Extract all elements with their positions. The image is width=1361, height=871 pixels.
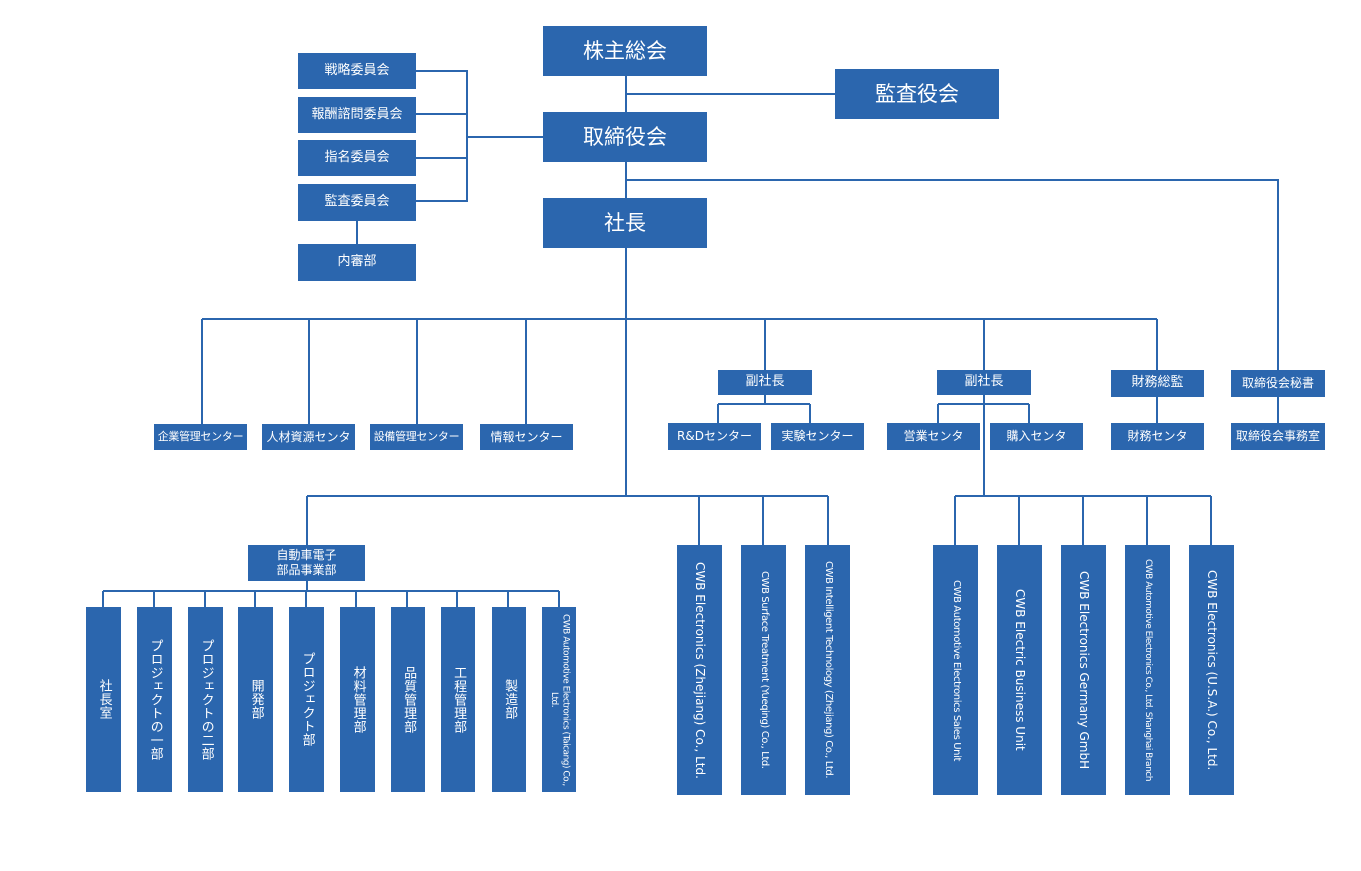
subsidiary-electric-business: CWB Electric Business Unit (997, 545, 1042, 795)
division-unit-quality: 品質管理部 (391, 607, 425, 792)
board-secretary-box: 取締役会秘書 (1231, 370, 1325, 397)
rd-center-box: R&Dセンター (668, 423, 761, 450)
finance-center-box: 財務センタ (1111, 423, 1204, 450)
division-unit-project: プロジェクト部 (289, 607, 324, 792)
vice-president-2-box: 副社長 (937, 370, 1031, 395)
experiment-center-box: 実験センター (771, 423, 864, 450)
corporate-management-center-box: 企業管理センター (154, 424, 247, 450)
board-office-box: 取締役会事務室 (1231, 423, 1325, 450)
nomination-committee-box: 指名委員会 (298, 140, 416, 176)
internal-audit-box: 内審部 (298, 244, 416, 281)
division-title-line1: 自動車電子 (276, 548, 337, 562)
president-box: 社長 (543, 198, 707, 248)
information-center-box: 情報センター (480, 424, 573, 450)
equipment-management-center-box: 設備管理センター (370, 424, 463, 450)
purchasing-center-box: 購入センタ (990, 423, 1083, 450)
audit-committee-box: 監査委員会 (298, 184, 416, 221)
division-unit-taicang: CWB Automotive Electronics (Taicang) Co.… (542, 607, 576, 792)
strategy-committee-box: 戦略委員会 (298, 53, 416, 89)
subsidiary-zhejiang-intelligent: CWB Intelligent Technology (Zhejiang) Co… (805, 545, 850, 795)
board-of-directors-box: 取締役会 (543, 112, 707, 162)
division-unit-manufacturing: 製造部 (492, 607, 526, 792)
subsidiary-zhejiang-electronics: CWB Electronics (Zhejiang) Co., Ltd. (677, 545, 722, 795)
vp2-subsidiaries-branch (954, 495, 1212, 545)
auto-electronics-division-box: 自動車電子 部品事業部 (248, 545, 365, 581)
division-unit-president-office: 社長室 (86, 607, 121, 792)
subsidiary-germany: CWB Electronics Germany GmbH (1061, 545, 1106, 795)
shareholders-meeting-box: 株主総会 (543, 26, 707, 76)
human-resources-center-box: 人材資源センタ (262, 424, 355, 450)
vp2-branch (937, 394, 1030, 496)
cfo-box: 財務総監 (1111, 370, 1204, 397)
vice-president-1-box: 副社長 (718, 370, 812, 395)
division-unit-development: 開発部 (238, 607, 273, 792)
division-unit-project-2: プロジェクトの二部 (188, 607, 223, 792)
centers-branch (201, 318, 1158, 424)
vp1-branch (717, 394, 811, 423)
subsidiary-sales-unit: CWB Automotive Electronics Sales Unit (933, 545, 978, 795)
auditors-board-box: 監査役会 (835, 69, 999, 119)
division-unit-materials: 材料管理部 (340, 607, 375, 792)
sales-center-box: 営業センタ (887, 423, 980, 450)
subsidiary-yueqing-surface: CWB Surface Treatment (Yueqing) Co., Ltd… (741, 545, 786, 795)
division-title-line2: 部品事業部 (276, 563, 337, 577)
subsidiary-usa: CWB Electronics (U.S.A.) Co., Ltd. (1189, 545, 1234, 795)
board-secretary-connector (626, 179, 1279, 370)
lower-president-branch (306, 495, 829, 545)
subsidiary-shanghai-branch: CWB Automotive Electronics Co., Ltd. Sha… (1125, 545, 1170, 795)
compensation-committee-box: 報酬諮問委員会 (298, 97, 416, 133)
division-unit-project-1: プロジェクトの一部 (137, 607, 172, 792)
committees-connector (416, 70, 544, 202)
auto-division-branch (102, 581, 560, 607)
division-unit-process: 工程管理部 (441, 607, 475, 792)
